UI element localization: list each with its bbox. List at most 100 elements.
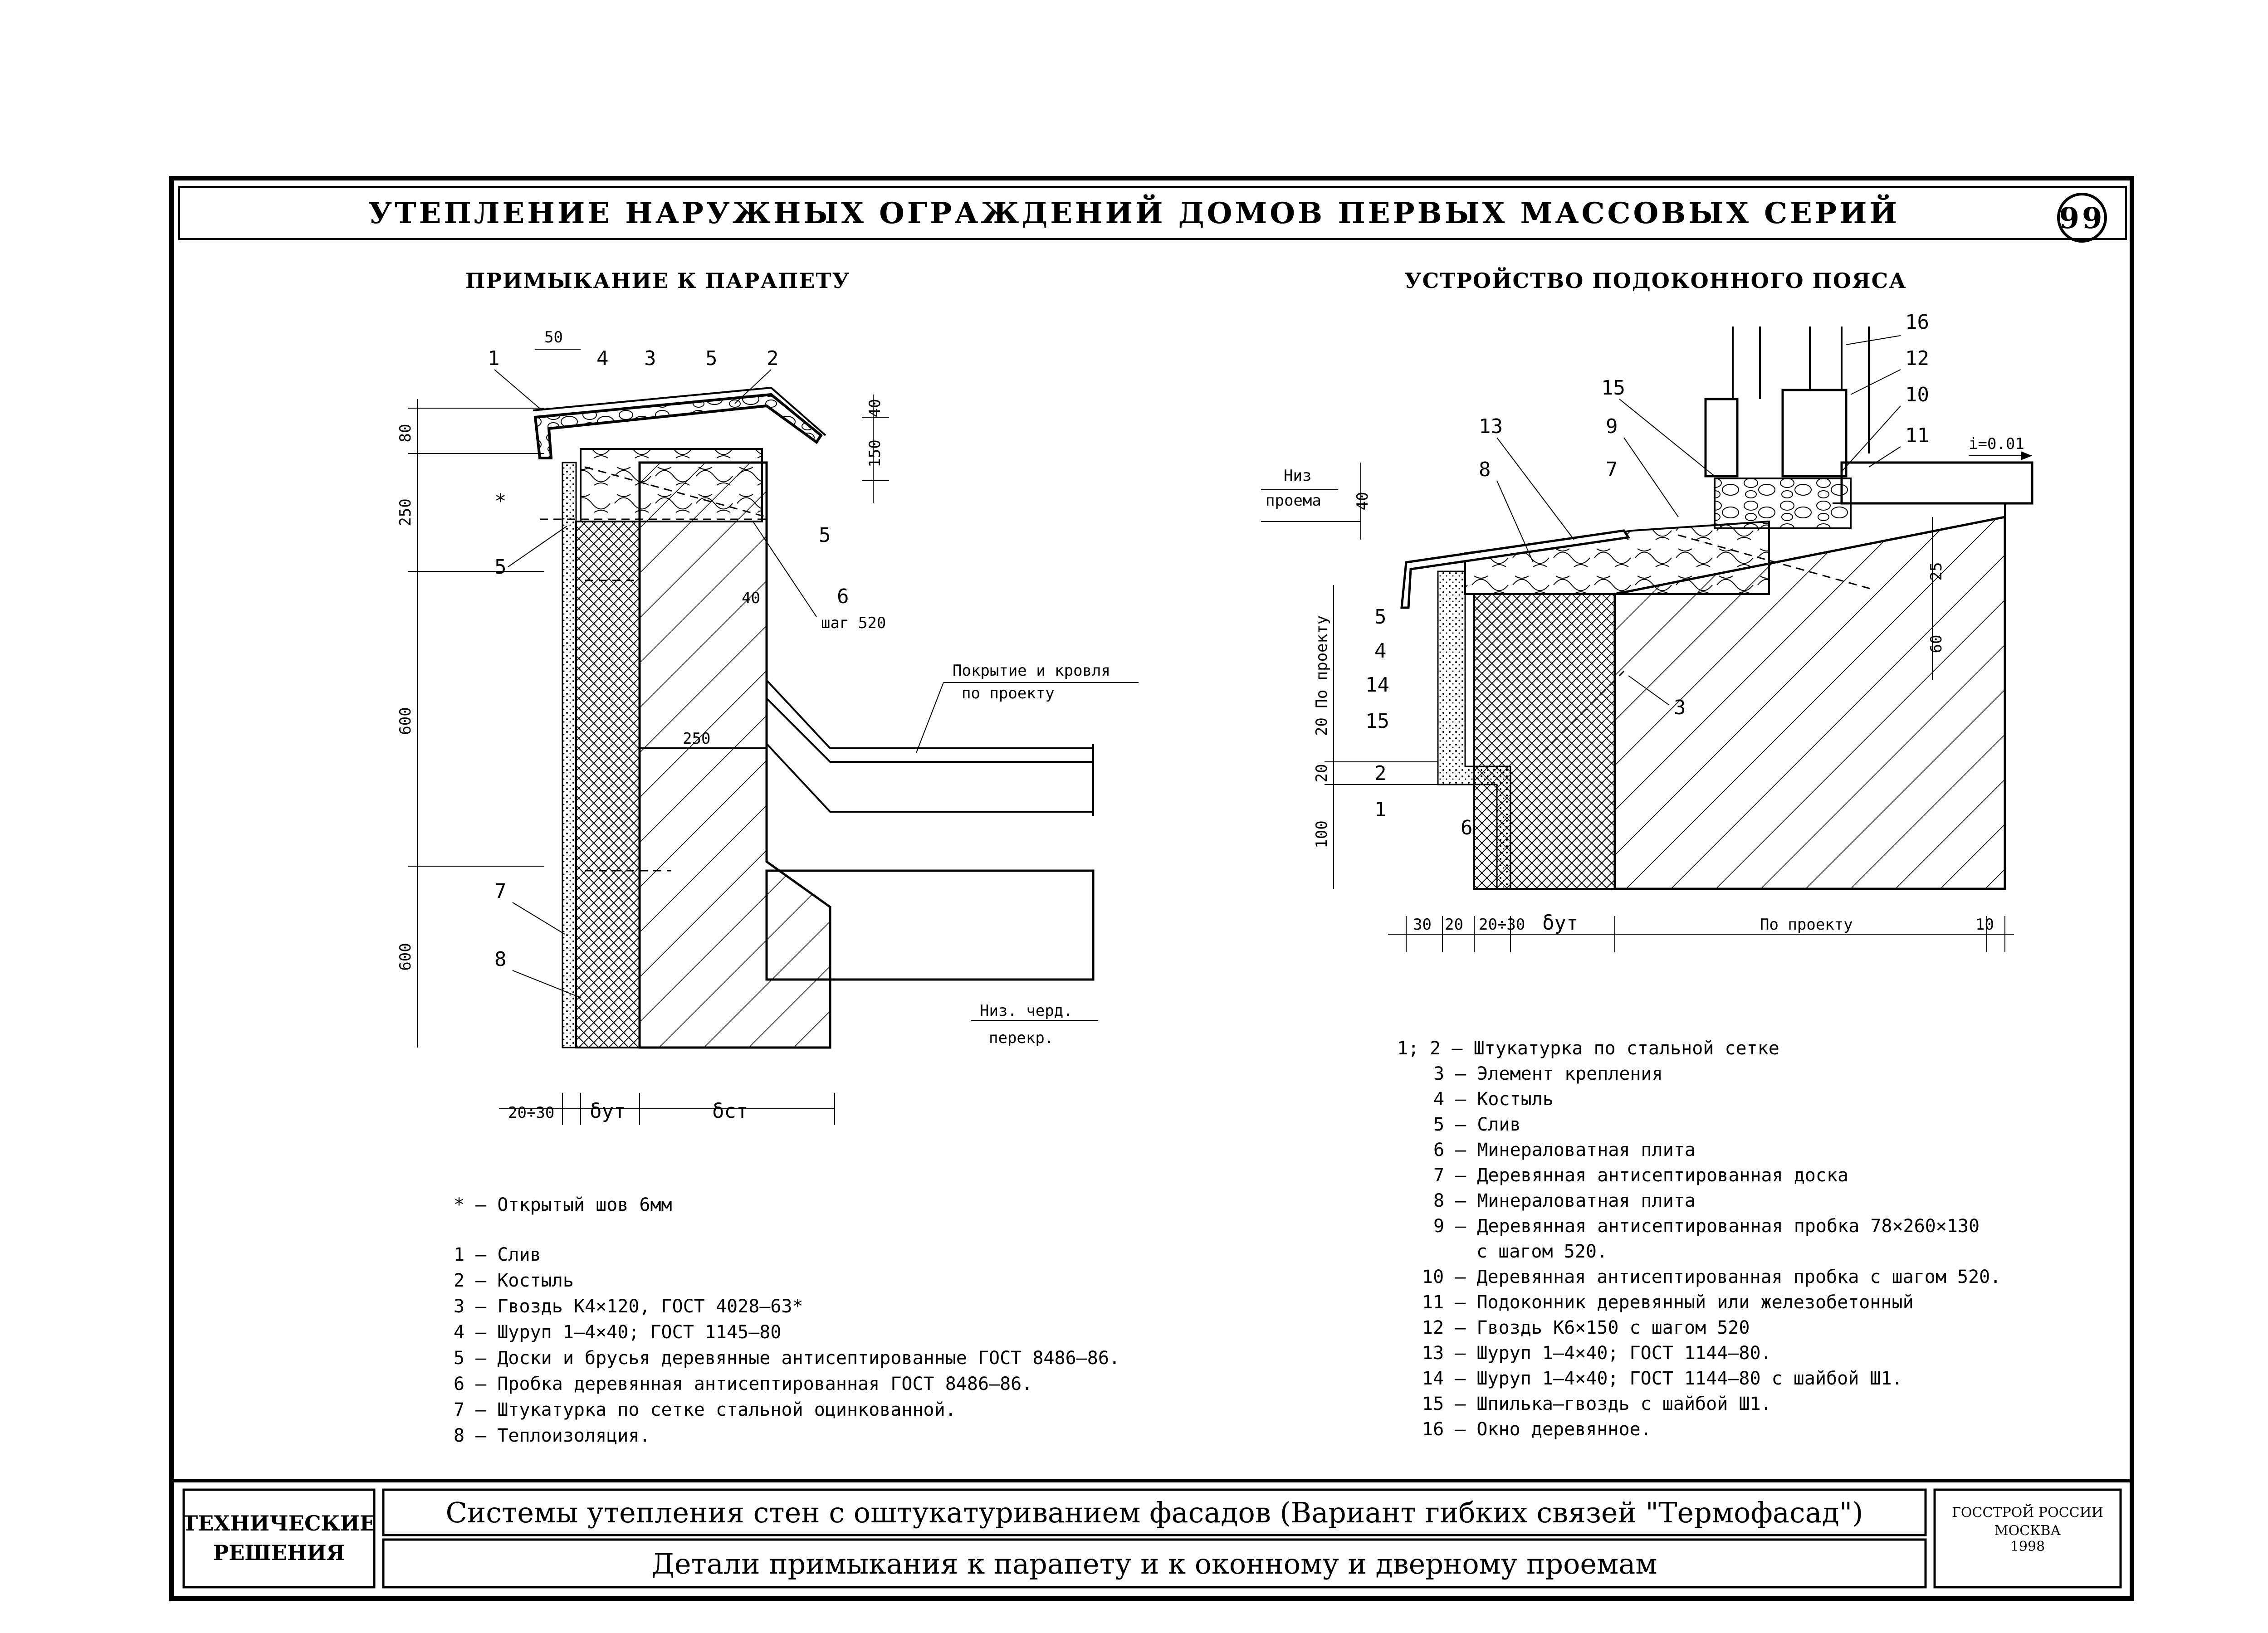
parapet-legend-3: 3 – Гвоздь К4×120, ГОСТ 4028–63* xyxy=(454,1296,803,1317)
dim-po-proektu: 20 По проекту xyxy=(1313,615,1331,736)
parapet-insulation xyxy=(575,521,640,1048)
parapet-legend-1: 1 – Слив xyxy=(454,1244,541,1265)
dim-delta-ut: δут xyxy=(590,1100,626,1123)
sill-dimensions: 40 20 По проекту 20 100 25 60 30 20 20÷3… xyxy=(1313,463,2014,952)
dim-600b: 600 xyxy=(396,943,415,970)
callout-3: 3 xyxy=(644,347,656,370)
sill-legend-8: 8 – Минераловатная плита xyxy=(1433,1190,1696,1211)
parapet-coping-flashing xyxy=(533,393,823,459)
sill-legend-7: 7 – Деревянная антисептированная доска xyxy=(1433,1165,1848,1186)
dim-80: 80 xyxy=(396,424,415,443)
parapet-wood-blocks xyxy=(580,448,763,522)
header-title: УТЕПЛЕНИЕ НАРУЖНЫХ ОГРАЖДЕНИЙ ДОМОВ ПЕРВ… xyxy=(368,194,1900,230)
step-note: шаг 520 xyxy=(821,614,886,632)
dim-20b: 20 xyxy=(1445,916,1463,934)
sill-legend-9b: с шагом 520. xyxy=(1476,1241,1608,1262)
callout-8: 7 xyxy=(1606,458,1618,481)
callout-14: 14 xyxy=(1365,673,1389,697)
parapet-detail-title: ПРИМЫКАНИЕ К ПАРАПЕТУ xyxy=(465,268,850,293)
dim-50: 50 xyxy=(544,328,563,346)
sill-legend-13: 13 – Шуруп 1–4×40; ГОСТ 1144–80. xyxy=(1422,1343,1772,1364)
opening-note-1: Низ xyxy=(1284,467,1311,485)
floor-note-1: Низ. черд. xyxy=(980,1002,1073,1020)
page-number: 99 xyxy=(2059,201,2105,235)
sill-legend-6: 6 – Минераловатная плита xyxy=(1433,1140,1696,1160)
parapet-legend-5: 5 – Доски и брусья деревянные антисептир… xyxy=(454,1348,1120,1369)
sill-legend-12: 12 – Гвоздь К6×150 с шагом 520 xyxy=(1422,1317,1750,1338)
parapet-callouts: 1 4 3 5 2 * 5 5 6 шаг 520 7 8 xyxy=(488,347,886,998)
callout-1: 1 xyxy=(1374,798,1387,821)
callout-2: 2 xyxy=(767,347,779,370)
sill-packing xyxy=(1714,478,1852,529)
parapet-legend-4: 4 – Шуруп 1–4×40; ГОСТ 1145–80 xyxy=(454,1322,781,1343)
sill-legend-15: 15 – Шпилька–гвоздь с шайбой Ш1. xyxy=(1422,1394,1772,1414)
parapet-legend-8: 8 – Теплоизоляция. xyxy=(454,1425,650,1446)
dim-250: 250 xyxy=(396,498,415,526)
callout-4: 4 xyxy=(596,347,609,370)
org-year: 1998 xyxy=(2010,1539,2045,1555)
dim-delta-st: δст xyxy=(712,1100,748,1123)
page-number-circle xyxy=(2057,193,2107,243)
dim-po-proektu-bottom: По проекту xyxy=(1760,916,1853,934)
org-line-2: МОСКВА xyxy=(1994,1523,2061,1539)
sill-legend-9: 9 – Деревянная антисептированная пробка … xyxy=(1433,1216,1980,1237)
callout-13: 13 xyxy=(1479,415,1503,438)
dim-25: 25 xyxy=(1927,562,1945,581)
roofing-layer-top xyxy=(766,679,1093,749)
callout-7: 8 xyxy=(1479,458,1491,481)
dim-250b: 250 xyxy=(683,730,710,748)
dim-600a: 600 xyxy=(396,707,415,735)
callout-5b: 5 xyxy=(494,556,507,579)
sill-legend-4: 4 – Костыль xyxy=(1433,1089,1554,1110)
callout-3: 3 xyxy=(1674,696,1686,719)
dim-60: 60 xyxy=(1927,635,1945,653)
parapet-legend: * – Открытый шов 6мм 1 – Слив 2 – Костыл… xyxy=(454,1194,1120,1446)
category-line-2: РЕШЕНИЯ xyxy=(213,1540,345,1565)
callout-5: 5 xyxy=(705,347,718,370)
callout-6: 6 xyxy=(837,585,849,608)
callout-7: 7 xyxy=(494,880,507,903)
parapet-detail: ПРИМЫКАНИЕ К ПАРАПЕТУ 1 4 3 5 2 xyxy=(396,268,1139,1446)
dim-20-30: 20÷30 xyxy=(1479,916,1525,934)
callout-2: 2 xyxy=(1374,762,1387,785)
callout-1: 1 xyxy=(488,347,500,370)
dim-20: 20 xyxy=(1313,764,1331,783)
sill-legend: 1; 2 – Штукатурка по стальной сетке 3 – … xyxy=(1397,1038,2001,1440)
dim-40: 40 xyxy=(866,399,884,418)
parapet-legend-2: 2 – Костыль xyxy=(454,1270,574,1291)
dim-10: 10 xyxy=(1975,916,1994,934)
callout-15: 15 xyxy=(1601,376,1625,400)
slope-note: i=0.01 xyxy=(1969,435,2024,453)
roof-note-1: Покрытие и кровля xyxy=(953,662,1110,680)
sill-legend-5: 5 – Слив xyxy=(1433,1114,1521,1135)
dim-30: 30 xyxy=(1413,916,1432,934)
roof-note-2: по проекту xyxy=(962,684,1055,702)
parapet-plaster xyxy=(562,462,577,1048)
callout-open-joint: * xyxy=(494,490,507,513)
detail-title: Детали примыкания к парапету и к оконном… xyxy=(651,1547,1657,1580)
callout-5: 5 xyxy=(1374,605,1387,629)
sill-legend-1: 1; 2 – Штукатурка по стальной сетке xyxy=(1397,1038,1779,1059)
attic-floor-slab xyxy=(765,869,1095,981)
callout-8: 8 xyxy=(494,948,507,971)
dim-40b: 40 xyxy=(742,589,760,607)
window-sill-board xyxy=(1840,461,2033,505)
sill-legend-14: 14 – Шуруп 1–4×40; ГОСТ 1144–80 с шайбой… xyxy=(1422,1368,1903,1389)
dim-100: 100 xyxy=(1313,820,1331,848)
title-block: ТЕХНИЧЕСКИЕ РЕШЕНИЯ Системы утепления ст… xyxy=(171,1479,2132,1589)
callout-5c: 5 xyxy=(819,524,831,547)
callout-12: 12 xyxy=(1905,347,1929,370)
dim-delta-ut: δут xyxy=(1542,912,1578,935)
callout-6: 6 xyxy=(1461,816,1473,839)
callout-4: 4 xyxy=(1374,639,1387,663)
sill-insulation xyxy=(1473,593,1616,890)
parapet-legend-7: 7 – Штукатурка по сетке стальной оцинков… xyxy=(454,1399,956,1420)
window-frame xyxy=(1704,327,1870,478)
sill-flashing xyxy=(1400,529,1631,609)
dim-40: 40 xyxy=(1354,492,1372,511)
parapet-legend-6: 6 – Пробка деревянная антисептированная … xyxy=(454,1374,1032,1394)
parapet-footnote: * – Открытый шов 6мм xyxy=(454,1194,672,1215)
callout-11: 11 xyxy=(1905,424,1929,447)
floor-note-2: перекр. xyxy=(989,1029,1054,1047)
